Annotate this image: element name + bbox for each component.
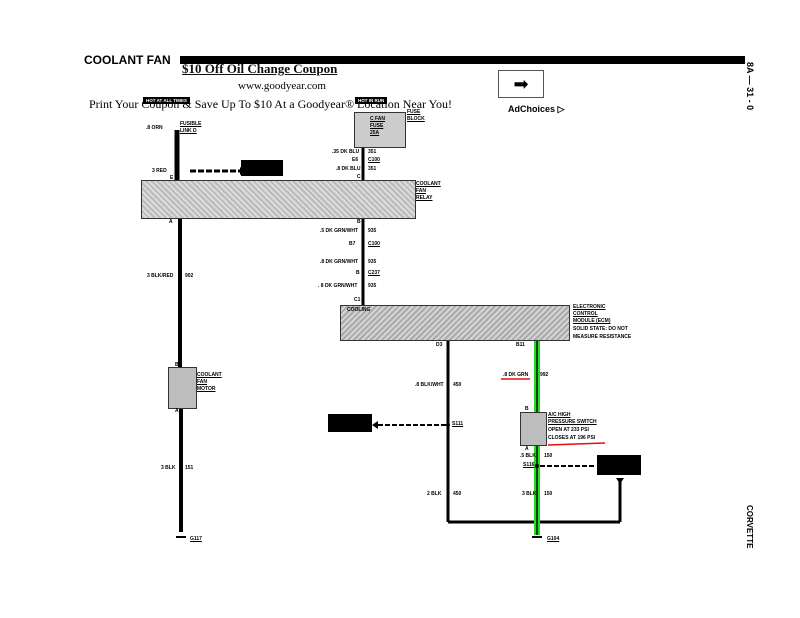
label-fuse-block2: BLOCK bbox=[407, 116, 425, 122]
label-grnwht8a: .8 DK GRN/WHT bbox=[320, 259, 359, 265]
label-relay2: FAN bbox=[416, 188, 426, 194]
label-orn: .8 ORN bbox=[146, 125, 163, 131]
label-dkblu35: .35 DK BLU bbox=[332, 149, 360, 155]
label-motor-b: B bbox=[175, 362, 179, 368]
label-relay3: RELAY bbox=[416, 195, 433, 201]
label-c-fan: C FAN bbox=[370, 116, 385, 122]
label-grnwht5: .5 DK GRN/WHT bbox=[320, 228, 359, 234]
label-450a: 450 bbox=[453, 382, 462, 388]
label-cooling: COOLING bbox=[347, 307, 371, 313]
red-underline-sw bbox=[547, 442, 606, 446]
label-e: E bbox=[170, 175, 174, 181]
label-sw3: OPEN AT 233 PSI bbox=[548, 427, 589, 433]
label-ecm5: MEASURE RESISTANCE bbox=[573, 334, 632, 340]
label-ecm3: MODULE (ECM) bbox=[573, 318, 611, 324]
label-351a: 351 bbox=[368, 149, 377, 155]
label-sw4: CLOSES AT 196 PSI bbox=[548, 435, 596, 441]
splice-s116 bbox=[535, 464, 539, 468]
label-blkred: 3 BLK/RED bbox=[147, 273, 174, 279]
label-c100b: C100 bbox=[368, 241, 380, 247]
label-motor2: FAN bbox=[197, 379, 207, 385]
label-c: C bbox=[357, 174, 361, 180]
label-g117: G117 bbox=[190, 536, 202, 542]
label-blk3: 3 BLK bbox=[161, 465, 176, 471]
hot-at-all-times-tag: HOT AT ALL TIMES bbox=[143, 97, 190, 104]
label-3red: 3 RED bbox=[152, 168, 167, 174]
label-motor3: MOTOR bbox=[197, 386, 216, 392]
coolant-fan-relay bbox=[141, 180, 416, 219]
label-amp: 25A bbox=[370, 130, 380, 136]
fuse-block bbox=[354, 112, 406, 148]
label-b-2: B bbox=[356, 270, 360, 276]
label-151: 151 bbox=[185, 465, 194, 471]
label-grnwht8b: . 8 DK GRN/WHT bbox=[318, 283, 358, 289]
label-351b: 351 bbox=[368, 166, 377, 172]
label-blk5: .5 BLK bbox=[520, 453, 536, 459]
label-sw2: PRESSURE SWITCH bbox=[548, 419, 597, 425]
label-935b: 935 bbox=[368, 259, 377, 265]
label-fusible: FUSIBLE bbox=[180, 121, 202, 127]
arrow-head-down bbox=[616, 478, 624, 484]
label-935c: 935 bbox=[368, 283, 377, 289]
label-992: 992 bbox=[540, 372, 549, 378]
label-c1: C1 bbox=[354, 297, 361, 303]
page-code: 8A — 31 - 0 bbox=[745, 62, 755, 111]
label-blk2: 2 BLK bbox=[427, 491, 442, 497]
label-dkgrn: .8 DK GRN bbox=[503, 372, 529, 378]
adchoices-link[interactable]: AdChoices ▷ bbox=[508, 104, 565, 114]
label-450b: 450 bbox=[453, 491, 462, 497]
label-a: A bbox=[169, 219, 173, 225]
connector-block-3 bbox=[597, 455, 641, 475]
hot-in-run-tag: HOT IN RUN bbox=[355, 97, 388, 104]
label-b11: B11 bbox=[516, 342, 525, 348]
label-dkblu8: .8 DK BLU bbox=[336, 166, 361, 172]
label-b: B bbox=[357, 219, 361, 225]
label-d3: D3 bbox=[436, 342, 443, 348]
connector-block-2 bbox=[328, 414, 372, 432]
connector-block-1 bbox=[241, 160, 283, 176]
label-relay1: COOLANT bbox=[416, 181, 441, 187]
ad-url[interactable]: www.goodyear.com bbox=[238, 80, 326, 92]
label-blk3b: 3 BLK bbox=[522, 491, 537, 497]
label-sw-a: A bbox=[525, 446, 529, 452]
label-blkwht: .8 BLK/WHT bbox=[415, 382, 444, 388]
label-link-d: LINK D bbox=[180, 128, 197, 134]
label-e6: E6 bbox=[352, 157, 359, 163]
label-150b: 150 bbox=[544, 491, 553, 497]
label-motor-a: A bbox=[175, 408, 179, 414]
arrow-head-left bbox=[372, 421, 378, 429]
label-ecm1: ELECTRONIC bbox=[573, 304, 606, 310]
label-935a: 935 bbox=[368, 228, 377, 234]
ecm-module bbox=[340, 305, 570, 341]
arrow-right-icon[interactable]: ➡ bbox=[498, 70, 544, 98]
label-g104: G104 bbox=[547, 536, 560, 542]
label-ecm2: CONTROL bbox=[573, 311, 598, 317]
label-b7: B7 bbox=[349, 241, 356, 247]
label-s116: S116 bbox=[523, 462, 535, 468]
label-sw1: A/C HIGH bbox=[548, 412, 571, 418]
coolant-fan-motor bbox=[168, 367, 197, 409]
label-s111: S111 bbox=[452, 421, 464, 427]
model-name: CORVETTE bbox=[745, 505, 754, 549]
header-rule bbox=[180, 56, 745, 64]
ad-headline[interactable]: $10 Off Oil Change Coupon bbox=[182, 61, 338, 76]
label-c237: C237 bbox=[368, 270, 380, 276]
ac-pressure-switch bbox=[520, 412, 547, 446]
label-ecm4: SOLID STATE: DO NOT bbox=[573, 326, 628, 332]
splice-s111 bbox=[446, 423, 450, 427]
label-c100a: C100 bbox=[368, 157, 380, 163]
label-902: 902 bbox=[185, 273, 194, 279]
label-sw-b: B bbox=[525, 406, 529, 412]
label-motor1: COOLANT bbox=[197, 372, 222, 378]
label-fuse: FUSE bbox=[370, 123, 384, 129]
label-fuse-block1: FUSE bbox=[407, 109, 421, 115]
section-title: COOLANT FAN bbox=[84, 53, 171, 67]
label-150a: 150 bbox=[544, 453, 553, 459]
